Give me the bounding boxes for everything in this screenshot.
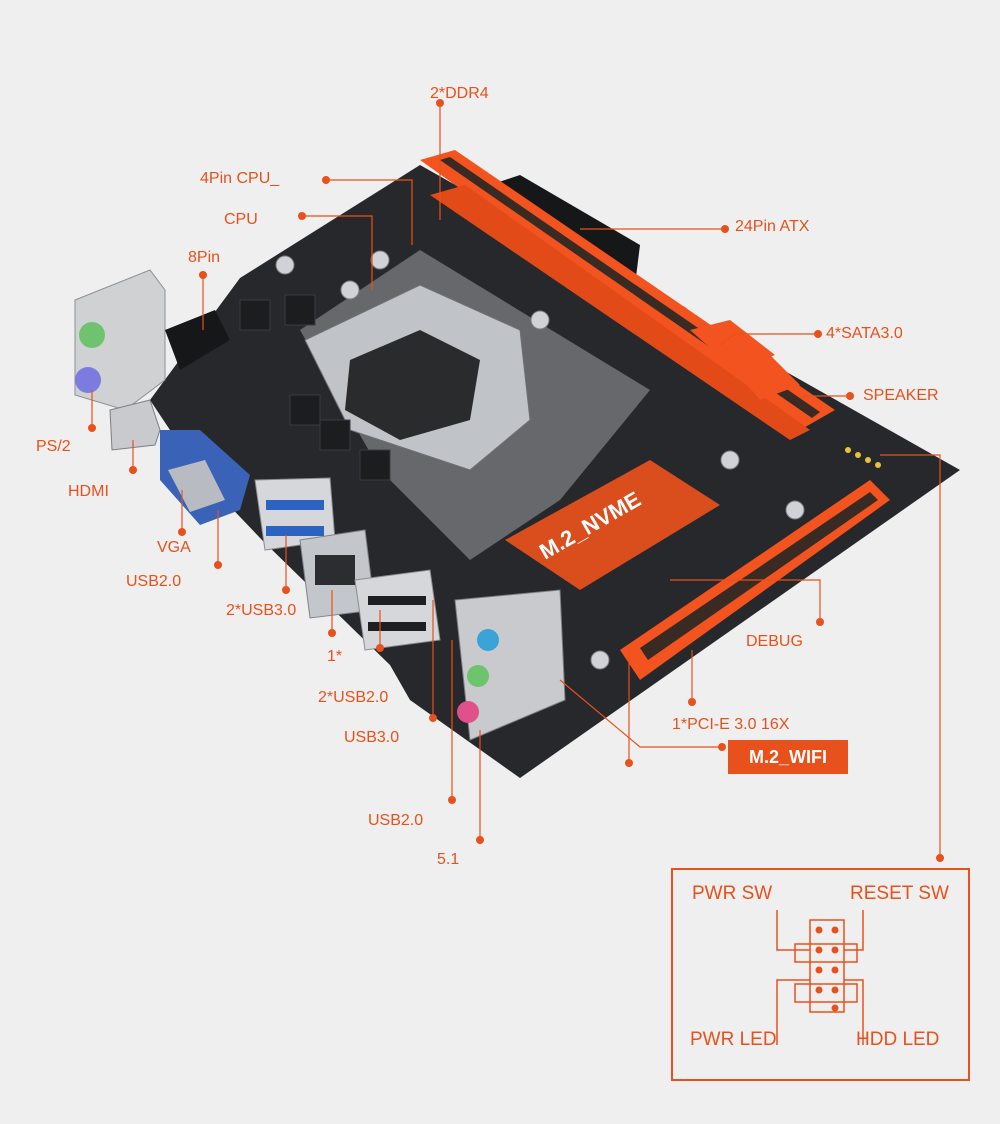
label-ps2: PS/2 [36,438,71,455]
usb20-ports [354,569,441,651]
leader-dots [88,99,944,862]
label-24pin-atx: 24Pin ATX [735,218,810,235]
vrm-chokes [239,294,391,481]
pwr-sw-label: PWR SW [692,883,773,904]
label-usb20-b: USB2.0 [368,812,424,829]
hdd-led-label: HDD LED [856,1029,940,1050]
reset-sw-label: RESET SW [850,883,949,904]
label-4pin-cpu: 4Pin CPU_ [200,170,280,187]
label-speaker: SPEAKER [863,387,939,404]
cpu-socket [304,284,531,471]
label-lan: 1* [327,648,343,665]
pwr-led-label: PWR LED [690,1029,777,1050]
label-usb30: USB3.0 [344,729,400,746]
label-ddr4: 2*DDR4 [430,85,489,102]
label-pcie: 1*PCI-E 3.0 16X [672,716,790,733]
sata-ports [690,320,800,400]
label-cpu: CPU [224,211,258,228]
ps2-port [74,269,166,411]
label-audio: 5.1 [437,851,460,868]
front-panel-header [845,447,881,468]
cpu8pin-connector [165,310,230,370]
label-hdmi: HDMI [68,483,109,500]
front-panel-pin-diagram [776,910,864,1045]
label-sata: 4*SATA3.0 [826,325,903,342]
label-8pin: 8Pin [188,249,221,266]
leader-lines [91,103,941,858]
label-debug: DEBUG [746,633,803,650]
label-2usb30: 2*USB3.0 [226,602,297,619]
front-panel-pinout-box: PWR SW RESET SW PWR LED HDD LED [671,868,970,1081]
label-m2-wifi: M.2_WIFI [728,740,848,774]
audio-jacks [454,589,566,741]
hdmi-port [109,399,161,451]
label-usb20-a: USB2.0 [126,573,182,590]
label-vga: VGA [157,539,191,556]
label-2usb20: 2*USB2.0 [318,689,389,706]
